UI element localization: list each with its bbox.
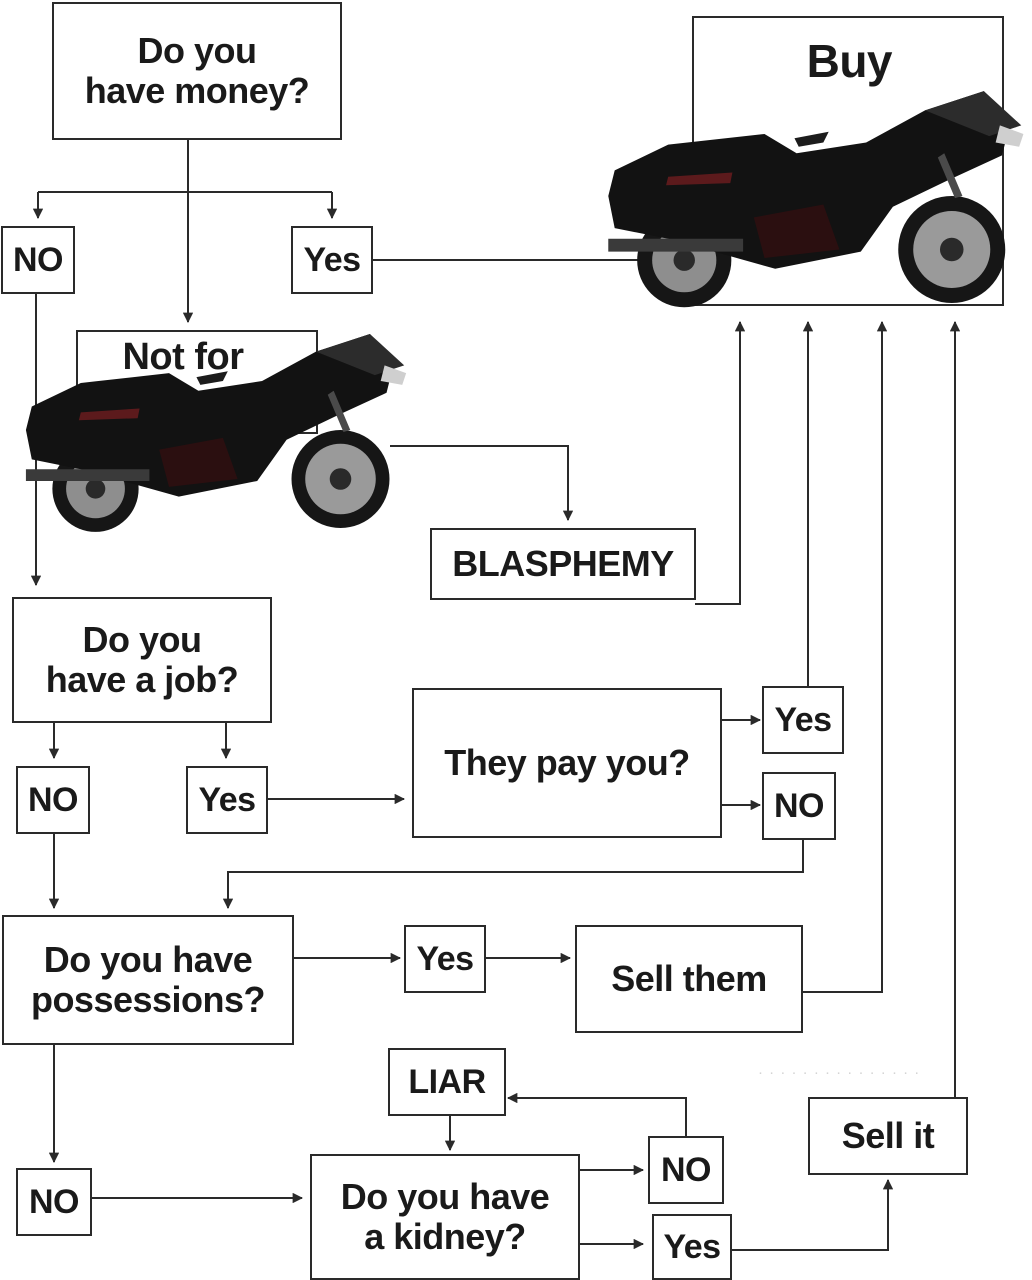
motorcycle-drawing [608, 91, 1024, 308]
money-question-box: Do you have money? [52, 2, 342, 140]
money-yes-box: Yes [291, 226, 373, 294]
possessions-yes-box: Yes [404, 925, 486, 993]
kidney-question-box: Do you have a kidney? [310, 1154, 580, 1280]
sell-them-box: Sell them [575, 925, 803, 1033]
watermark: · · · · · · · · · · · · · · · [758, 1064, 921, 1081]
sell-it-box: Sell it [808, 1097, 968, 1175]
motorcycle-image-buy [608, 91, 1024, 308]
possessions-question-label: Do you have possessions? [30, 938, 266, 1020]
possessions-no-box: NO [16, 1168, 92, 1236]
job-yes-label: Yes [198, 780, 256, 819]
motorcycle-image-not-for [25, 333, 407, 532]
pay-no-box: NO [762, 772, 836, 840]
possessions-no-label: NO [29, 1182, 80, 1221]
job-yes-box: Yes [186, 766, 268, 834]
blasphemy-label: BLASPHEMY [452, 542, 674, 584]
arrow-kidney-no-to-liar [506, 1092, 687, 1136]
kidney-no-label: NO [661, 1150, 712, 1189]
liar-label: LIAR [408, 1062, 486, 1101]
job-no-label: NO [28, 780, 79, 819]
buy-label: Buy [806, 35, 893, 87]
possessions-question-box: Do you have possessions? [2, 915, 294, 1045]
pay-question-label: They pay you? [444, 741, 690, 783]
arrow-sell-them-to-buy [803, 320, 888, 993]
kidney-no-box: NO [648, 1136, 724, 1204]
not-for-label: Not for [122, 336, 244, 378]
pay-question-box: They pay you? [412, 688, 722, 838]
pay-no-label: NO [774, 786, 825, 825]
job-question-box: Do you have a job? [12, 597, 272, 723]
motorcycle-drawing-not-for [25, 333, 407, 532]
kidney-yes-box: Yes [652, 1214, 732, 1280]
possessions-yes-label: Yes [416, 939, 474, 978]
job-question-label: Do you have a job? [45, 618, 239, 700]
pay-yes-box: Yes [762, 686, 844, 754]
arrow-kidney-yes-to-sell-it [730, 1178, 894, 1251]
pay-yes-label: Yes [774, 700, 832, 739]
money-no-label: NO [13, 240, 64, 279]
kidney-yes-label: Yes [663, 1227, 721, 1266]
money-yes-label: Yes [303, 240, 361, 279]
job-no-box: NO [16, 766, 90, 834]
money-question-label: Do you have money? [84, 29, 310, 111]
arrow-blasphemy-to-buy [695, 320, 746, 605]
sell-them-label: Sell them [611, 957, 767, 999]
arrow-pay-no-to-possessions [222, 840, 804, 910]
blasphemy-box: BLASPHEMY [430, 528, 696, 600]
arrow-to-blasphemy [390, 445, 574, 522]
sell-it-label: Sell it [841, 1114, 935, 1156]
liar-box: LIAR [388, 1048, 506, 1116]
money-no-box: NO [1, 226, 75, 294]
kidney-question-label: Do you have a kidney? [340, 1175, 550, 1257]
